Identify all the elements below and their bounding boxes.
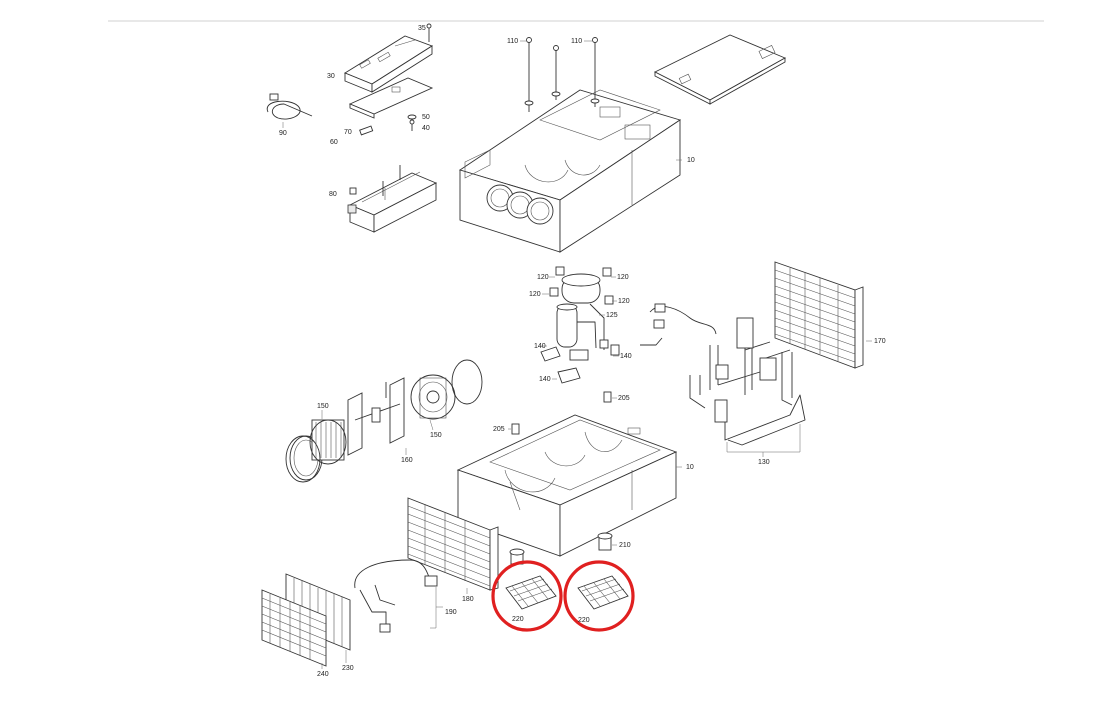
label-230: 230	[342, 665, 354, 672]
filter-220-right	[577, 575, 629, 610]
label-120-c: 120	[529, 291, 541, 298]
cable-90	[266, 93, 313, 120]
fan-rings	[285, 359, 483, 483]
label-205-a: 205	[493, 426, 505, 433]
part-labels: 35 30 90 50 40 70 60 80 110 110 10 120 1…	[279, 25, 886, 678]
highlight-ring-right	[563, 560, 635, 632]
compressor-125	[556, 273, 609, 361]
control-board-pcb	[348, 77, 434, 119]
label-90: 90	[279, 130, 287, 137]
pipe-assembly-190	[354, 559, 438, 633]
label-160: 160	[401, 457, 413, 464]
label-110-a: 110	[507, 38, 518, 45]
label-120-d: 120	[618, 298, 630, 305]
label-10-upper: 10	[687, 157, 695, 164]
label-120-a: 120	[537, 274, 549, 281]
coil-180	[407, 497, 499, 591]
label-50: 50	[422, 114, 430, 121]
piping-130	[689, 317, 806, 446]
mounts-140	[540, 344, 620, 384]
blower-wheel-right-150	[410, 374, 456, 420]
label-80: 80	[329, 191, 337, 198]
filter-220-left	[505, 575, 557, 610]
label-220-b: 220	[578, 617, 590, 624]
label-150-b: 150	[430, 432, 442, 439]
drain-cup-210	[509, 532, 613, 565]
label-140-c: 140	[539, 376, 551, 383]
plugs-205	[511, 391, 612, 435]
label-70: 70	[344, 129, 352, 136]
label-170: 170	[874, 338, 886, 345]
sensor-cable	[640, 303, 717, 346]
lower-housing-10	[456, 414, 678, 557]
label-130: 130	[758, 459, 770, 466]
label-150-a: 150	[317, 403, 329, 410]
label-125: 125	[606, 312, 618, 319]
mounting-bracket-80	[347, 165, 438, 233]
motor-bracket-160	[347, 377, 405, 456]
label-220-a: 220	[512, 616, 524, 623]
screw-40	[409, 119, 415, 131]
label-110-b: 110	[571, 38, 582, 45]
cover-plate	[653, 34, 787, 105]
screw-35	[426, 23, 432, 42]
control-board-cover	[344, 35, 434, 93]
label-120-b: 120	[617, 274, 629, 281]
label-180: 180	[462, 596, 474, 603]
grille-240	[261, 589, 327, 667]
label-30: 30	[327, 73, 335, 80]
washer-50	[407, 114, 417, 120]
label-140-a: 140	[534, 343, 546, 350]
coil-170	[774, 261, 864, 369]
fuse-70-60	[359, 125, 374, 136]
label-40: 40	[422, 125, 430, 132]
label-240: 240	[317, 671, 329, 678]
long-bolts-110	[524, 37, 600, 112]
label-10-lower: 10	[686, 464, 694, 471]
label-140-b: 140	[620, 353, 632, 360]
label-190: 190	[445, 609, 457, 616]
grommets-120	[549, 266, 614, 305]
label-60: 60	[330, 139, 338, 146]
label-210: 210	[619, 542, 631, 549]
highlight-ring-left	[491, 560, 563, 632]
upper-housing-10	[458, 89, 682, 253]
label-205-b: 205	[618, 395, 630, 402]
label-35: 35	[418, 25, 426, 32]
